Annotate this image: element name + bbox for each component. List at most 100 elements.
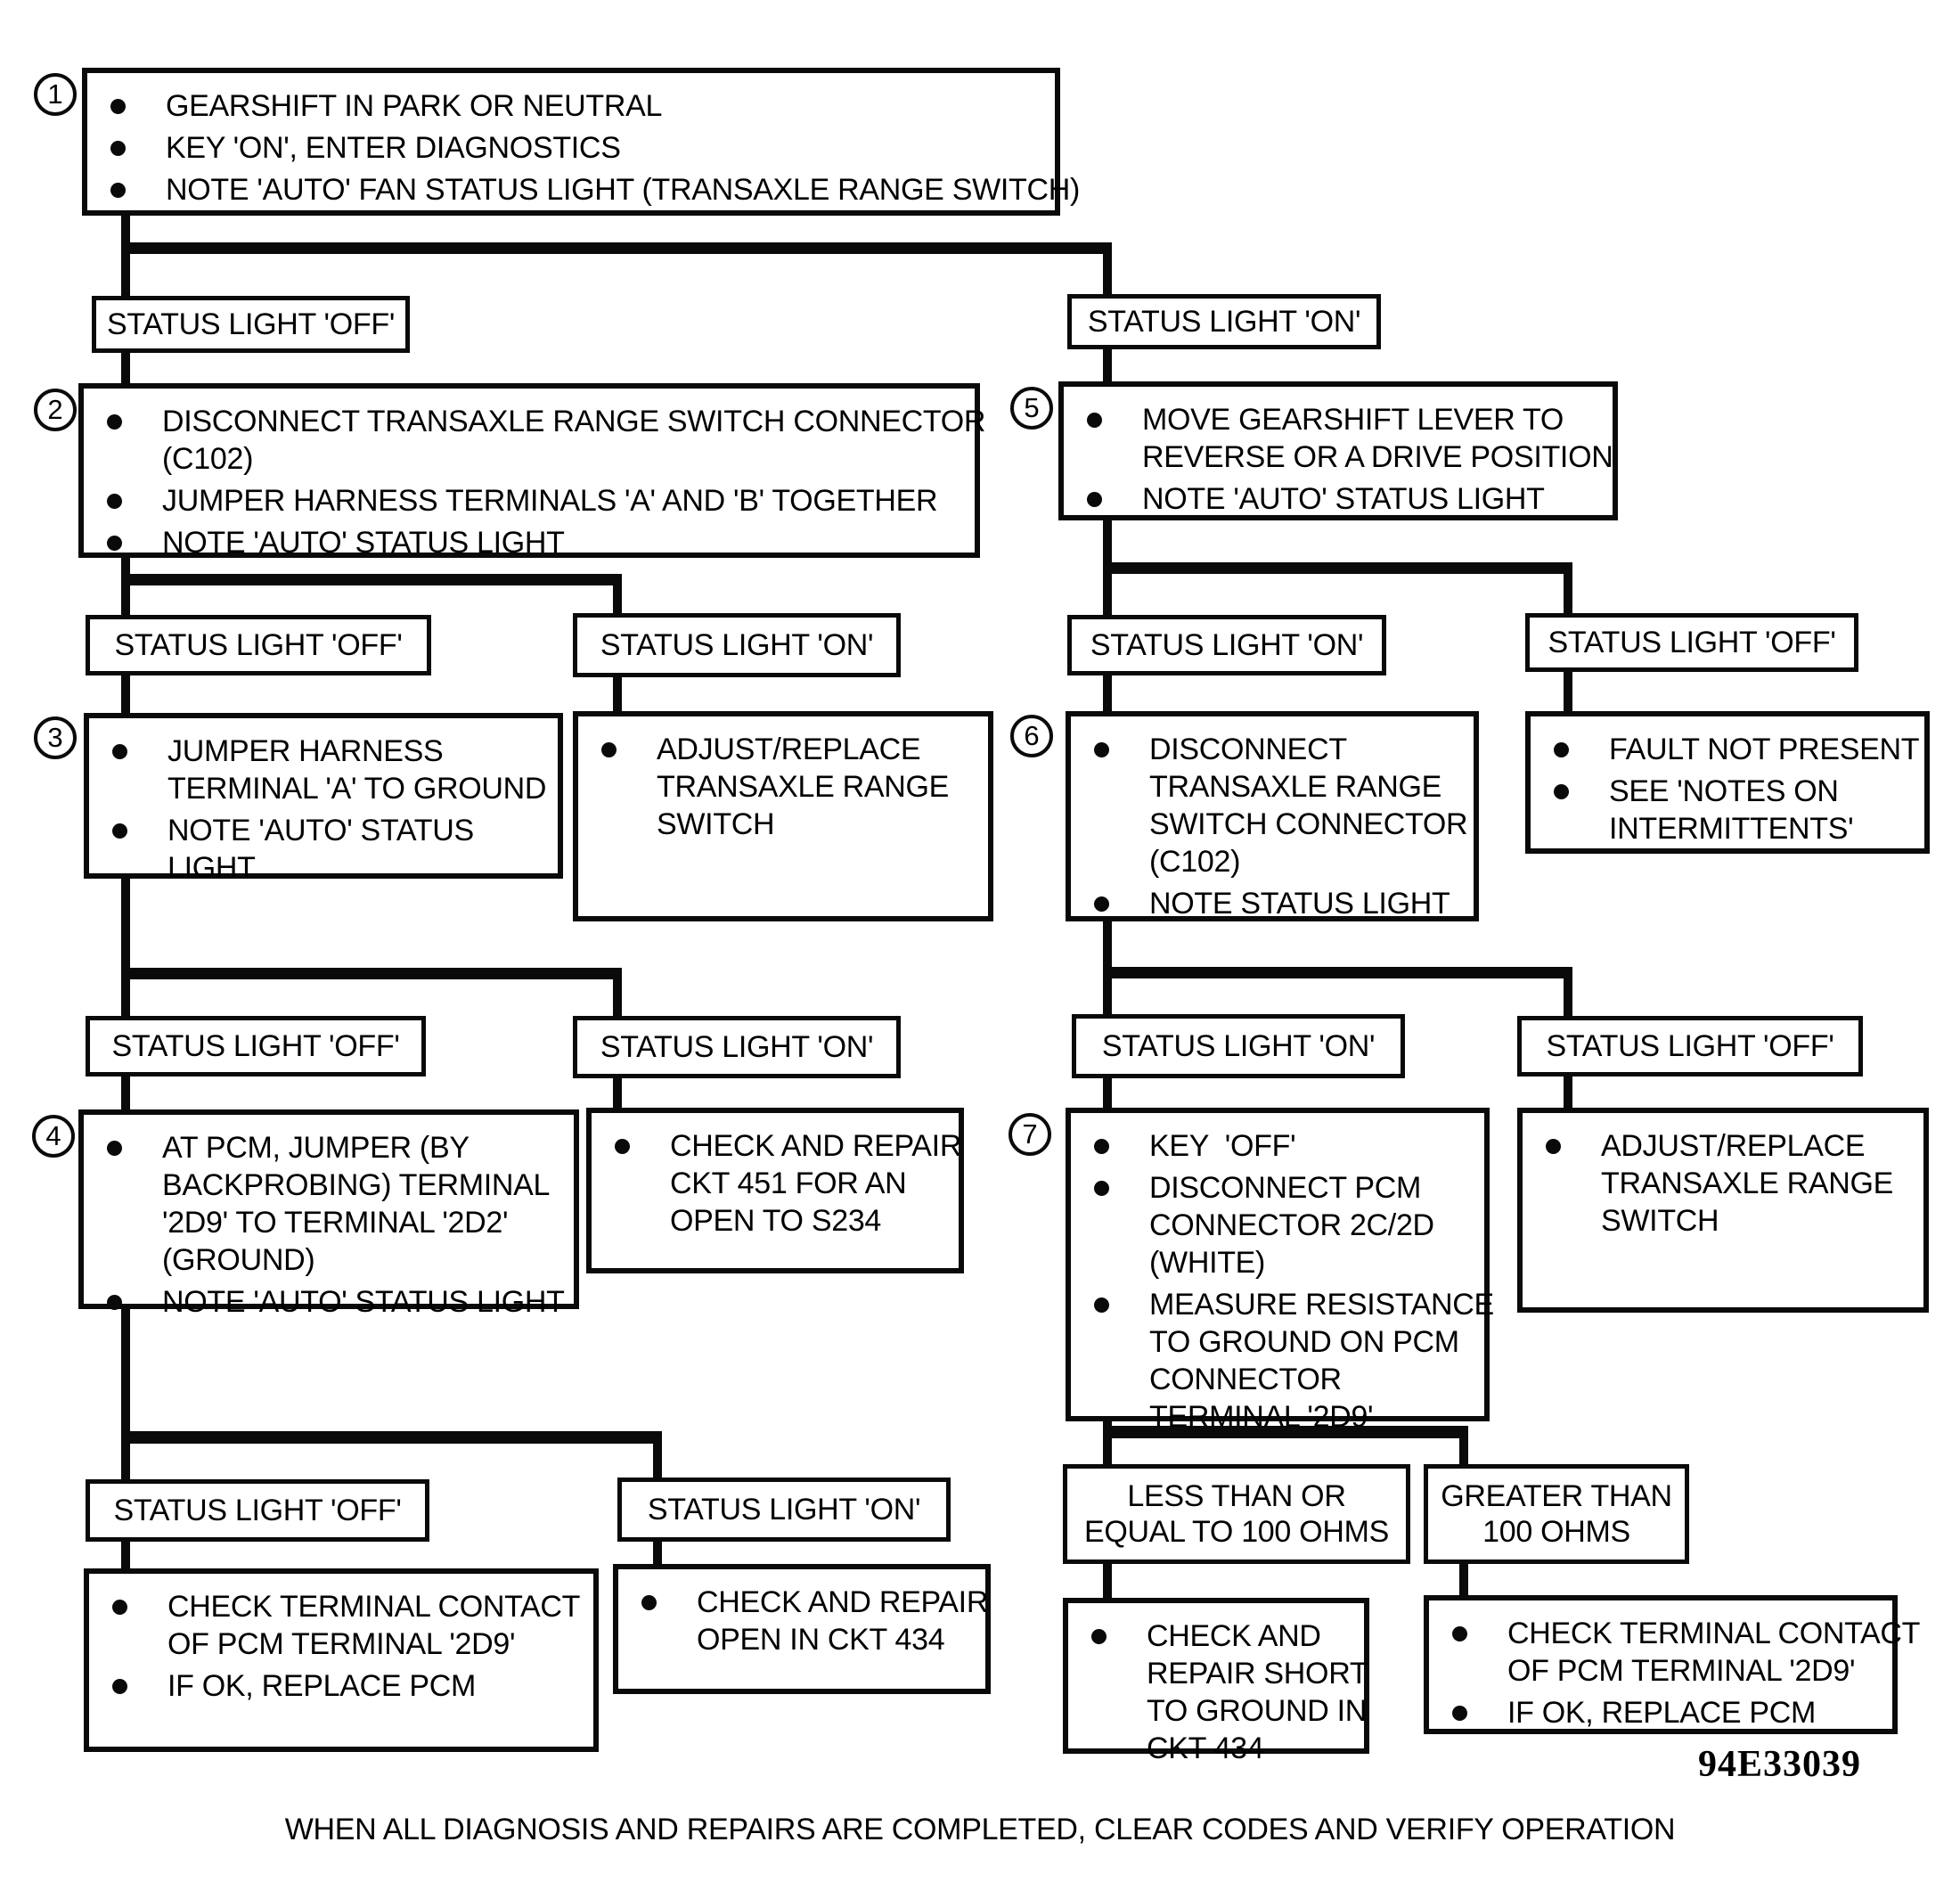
bullet-text: NOTE 'AUTO' STATUS LIGHT — [162, 1285, 565, 1319]
outcome-box-repair-open-ckt-434: CHECK AND REPAIR OPEN IN CKT 434 — [613, 1564, 991, 1694]
bullet-item: NOTE 'AUTO' STATUS LIGHT — [105, 524, 962, 561]
footer-note: WHEN ALL DIAGNOSIS AND REPAIRS ARE COMPL… — [284, 1813, 1676, 1846]
bullet-item: CHECK AND REPAIR SHORT TO GROUND IN CKT … — [1090, 1617, 1368, 1767]
bullet-item: NOTE 'AUTO' STATUS LIGHT — [105, 1283, 565, 1321]
connector — [121, 1540, 130, 1570]
bullet-text: CHECK TERMINAL CONTACT OF PCM TERMINAL '… — [167, 1590, 581, 1661]
connector — [653, 1540, 662, 1566]
outcome-box-fault-not-present: FAULT NOT PRESENT SEE 'NOTES ON INTERMITT… — [1525, 711, 1930, 854]
connector — [1564, 971, 1572, 1018]
bullet-text: KEY 'OFF' — [1149, 1129, 1296, 1163]
bullet-icon — [641, 1595, 657, 1610]
bullet-icon — [1094, 742, 1109, 757]
bullet-item: FAULT NOT PRESENT — [1552, 731, 1920, 768]
bullet-icon — [601, 742, 617, 757]
step-box-5: MOVE GEARSHIFT LEVER TO REVERSE OR A DRI… — [1058, 381, 1618, 520]
bullet-icon — [112, 823, 127, 839]
branch-label-status-off-6: STATUS LIGHT 'OFF' — [86, 1479, 429, 1542]
connector — [1103, 920, 1112, 1016]
bullet-item: ADJUST/REPLACE TRANSAXLE RANGE SWITCH — [600, 731, 976, 843]
bullet-item: NOTE 'AUTO' STATUS LIGHT — [110, 812, 545, 887]
connector — [613, 675, 622, 713]
connector — [613, 1076, 622, 1109]
bullet-text: NOTE STATUS LIGHT — [1149, 887, 1450, 921]
bullet-text: NOTE 'AUTO' FAN STATUS LIGHT (TRANSAXLE … — [166, 173, 1081, 207]
bullet-icon — [1091, 1629, 1107, 1644]
connector — [613, 579, 622, 615]
bullet-item: SEE 'NOTES ON INTERMITTENTS' — [1552, 773, 1912, 847]
branch-label-status-on-4: STATUS LIGHT 'ON' — [573, 1016, 901, 1078]
bullet-item: JUMPER HARNESS TERMINALS 'A' AND 'B' TOG… — [105, 482, 962, 520]
step-box-7: KEY 'OFF' DISCONNECT PCM CONNECTOR 2C/2D … — [1066, 1108, 1494, 1434]
bullet-icon — [110, 141, 126, 156]
bullet-icon — [1452, 1706, 1467, 1721]
outcome-box-repair-ckt-451: CHECK AND REPAIR CKT 451 FOR AN OPEN TO … — [586, 1108, 964, 1273]
bullet-icon — [1087, 492, 1102, 507]
connector — [121, 574, 622, 585]
bullet-item: KEY 'OFF' — [1092, 1127, 1472, 1165]
bullet-text: DISCONNECT TRANSAXLE RANGE SWITCH CONNEC… — [1149, 733, 1468, 879]
connector — [121, 877, 130, 1018]
bullet-icon — [1554, 742, 1569, 757]
connector — [653, 1437, 662, 1479]
branch-label-status-off-2: STATUS LIGHT 'OFF' — [86, 615, 431, 675]
connector — [613, 973, 622, 1018]
bullet-icon — [1452, 1626, 1467, 1641]
bullet-item: GEARSHIFT IN PARK OR NEUTRAL — [109, 87, 1042, 125]
bullet-item: IF OK, REPLACE PCM — [1450, 1694, 1880, 1731]
step-box-4: AT PCM, JUMPER (BY BACKPROBING) TERMINAL… — [78, 1109, 579, 1319]
bullet-item: IF OK, REPLACE PCM — [110, 1667, 581, 1705]
step-number-4: 4 — [32, 1115, 75, 1158]
bullet-text: GEARSHIFT IN PARK OR NEUTRAL — [166, 89, 663, 123]
bullet-item: DISCONNECT TRANSAXLE RANGE SWITCH CONNEC… — [1092, 731, 1468, 880]
bullet-icon — [1094, 1298, 1109, 1313]
bullet-icon — [110, 183, 126, 198]
step-box-6: DISCONNECT TRANSAXLE RANGE SWITCH CONNEC… — [1066, 711, 1479, 921]
bullet-item: DISCONNECT PCM CONNECTOR 2C/2D (WHITE) — [1092, 1169, 1472, 1281]
connector — [121, 351, 130, 385]
bullet-item: CHECK TERMINAL CONTACT OF PCM TERMINAL '… — [1450, 1615, 1920, 1690]
connector — [1103, 348, 1112, 383]
bullet-icon — [107, 536, 122, 551]
bullet-icon — [615, 1139, 630, 1154]
branch-label-status-on-6: STATUS LIGHT 'ON' — [617, 1478, 951, 1542]
connector — [1103, 519, 1112, 617]
bullet-item: CHECK TERMINAL CONTACT OF PCM TERMINAL '… — [110, 1588, 581, 1663]
bullet-text: IF OK, REPLACE PCM — [167, 1669, 477, 1703]
connector — [1564, 567, 1572, 615]
bullet-text: MOVE GEARSHIFT LEVER TO REVERSE OR A DRI… — [1142, 403, 1613, 474]
bullet-item: ADJUST/REPLACE TRANSAXLE RANGE SWITCH — [1544, 1127, 1911, 1240]
bullet-icon — [1094, 896, 1109, 912]
bullet-item: DISCONNECT TRANSAXLE RANGE SWITCH CONNEC… — [105, 403, 985, 478]
step-number-5: 5 — [1010, 387, 1053, 430]
connector — [121, 216, 130, 298]
connector — [1459, 1562, 1468, 1597]
bullet-text: CHECK AND REPAIR SHORT TO GROUND IN CKT … — [1147, 1619, 1368, 1765]
figure-code: 94E33039 — [1698, 1744, 1862, 1785]
outcome-box-check-pcm-2d9-right: CHECK TERMINAL CONTACT OF PCM TERMINAL '… — [1424, 1595, 1920, 1734]
connector — [121, 968, 622, 979]
step-number-7: 7 — [1009, 1113, 1051, 1156]
bullet-item: JUMPER HARNESS TERMINAL 'A' TO GROUND — [110, 733, 546, 807]
connector — [1103, 967, 1572, 978]
bullet-icon — [107, 414, 122, 430]
bullet-item: CHECK AND REPAIR OPEN IN CKT 434 — [640, 1584, 988, 1658]
bullet-icon — [112, 1679, 127, 1694]
connector — [121, 242, 1112, 254]
connector — [121, 674, 130, 715]
step-number-2: 2 — [34, 389, 77, 431]
branch-label-status-off-3: STATUS LIGHT 'OFF' — [1525, 613, 1858, 672]
connector — [121, 1306, 130, 1481]
bullet-text: ADJUST/REPLACE TRANSAXLE RANGE SWITCH — [657, 733, 950, 841]
bullet-text: DISCONNECT TRANSAXLE RANGE SWITCH CONNEC… — [162, 405, 986, 476]
step-number-6: 6 — [1010, 715, 1053, 757]
bullet-icon — [1094, 1181, 1109, 1196]
bullet-item: KEY 'ON', ENTER DIAGNOSTICS — [109, 129, 1042, 167]
connector — [1103, 1076, 1112, 1109]
branch-label-status-on-3: STATUS LIGHT 'ON' — [1067, 615, 1386, 675]
connector — [1103, 674, 1112, 713]
bullet-text: DISCONNECT PCM CONNECTOR 2C/2D (WHITE) — [1149, 1171, 1434, 1280]
bullet-text: CHECK AND REPAIR CKT 451 FOR AN OPEN TO … — [670, 1129, 962, 1238]
